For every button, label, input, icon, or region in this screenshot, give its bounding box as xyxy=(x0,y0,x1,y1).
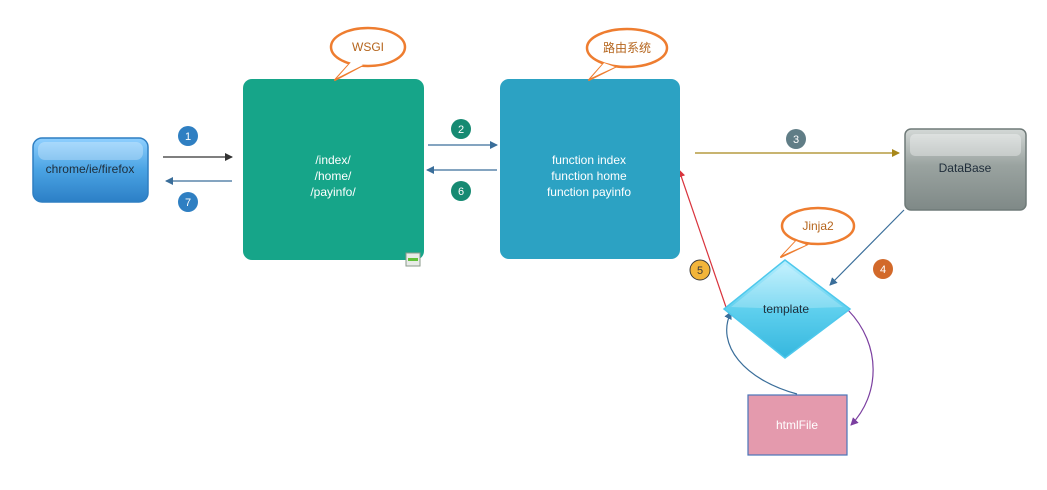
step-badge-1-text: 1 xyxy=(185,131,191,143)
router-function-index: function index xyxy=(552,153,626,167)
arrow-database-to-template xyxy=(829,209,905,286)
database-node: DataBase xyxy=(904,128,1027,211)
template-label: template xyxy=(763,302,809,316)
browser-node: chrome/ie/firefox xyxy=(32,137,149,203)
htmlfile-node: htmlFile xyxy=(747,394,848,456)
step-badge-3-text: 3 xyxy=(793,134,799,146)
wsgi-node: /index/ /home/ /payinfo/ xyxy=(243,79,424,267)
step-badge-2: 2 xyxy=(451,119,471,139)
step-badge-1: 1 xyxy=(178,126,198,146)
arrow-htmlfile-to-template xyxy=(724,311,798,395)
step-badge-7-text: 7 xyxy=(185,197,191,209)
wsgi-route-index: /index/ xyxy=(315,153,351,167)
step-badge-3: 3 xyxy=(786,129,806,149)
arrow-template-to-router xyxy=(677,169,728,311)
callout-jinja-text: Jinja2 xyxy=(802,219,834,233)
step-badge-2-text: 2 xyxy=(458,124,464,136)
router-function-home: function home xyxy=(551,169,627,183)
wsgi-route-home: /home/ xyxy=(315,169,352,183)
callout-wsgi-text: WSGI xyxy=(352,40,384,54)
database-label: DataBase xyxy=(939,161,992,175)
step-badge-5-text: 5 xyxy=(697,265,703,277)
callout-wsgi: WSGI xyxy=(329,26,407,81)
browser-label: chrome/ie/firefox xyxy=(46,162,135,176)
step-badge-4-text: 4 xyxy=(880,264,886,276)
arrow-template-to-htmlfile xyxy=(847,309,874,426)
router-function-payinfo: function payinfo xyxy=(547,185,631,199)
step-badge-5: 5 xyxy=(689,259,711,281)
step-badge-6-text: 6 xyxy=(458,186,464,198)
step-badge-4: 4 xyxy=(873,259,893,279)
callout-router: 路由系统 xyxy=(585,27,669,81)
callout-router-text: 路由系统 xyxy=(603,40,651,55)
wsgi-route-payinfo: /payinfo/ xyxy=(310,185,356,199)
htmlfile-label: htmlFile xyxy=(776,418,818,432)
minimize-icon xyxy=(405,252,421,267)
callout-jinja: Jinja2 xyxy=(780,206,856,258)
router-node: function index function home function pa… xyxy=(500,79,680,259)
step-badge-7: 7 xyxy=(178,192,198,212)
step-badge-6: 6 xyxy=(451,181,471,201)
template-node: template xyxy=(722,259,852,359)
